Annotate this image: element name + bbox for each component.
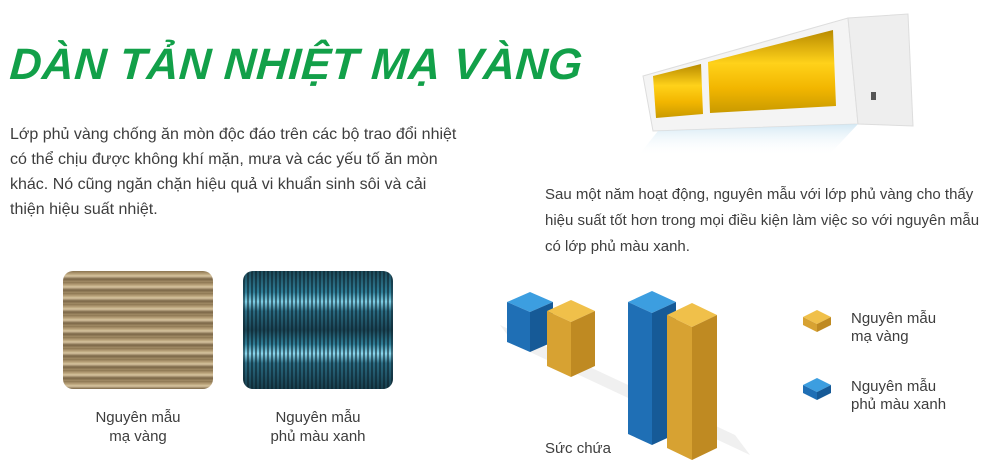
intro-paragraph: Lớp phủ vàng chống ăn mòn độc đáo trên c…: [10, 126, 457, 218]
gold-coil-caption: Nguyên mẫu mạ vàng: [95, 409, 181, 445]
capacity-3d-bar-chart: [500, 291, 750, 460]
chart-x-label: Sức chứa: [545, 440, 611, 457]
legend-item-blue: Nguyên mẫu phủ màu xanh: [803, 378, 946, 414]
blue-coil-caption: Nguyên mẫu phủ màu xanh: [270, 409, 366, 445]
air-conditioner-image: [638, 13, 914, 156]
blue-coated-coil-image: [243, 271, 393, 389]
gold-cube-icon: [803, 310, 831, 332]
legend-item-gold: Nguyên mẫu mạ vàng: [803, 310, 936, 346]
gold-coated-coil-image: [63, 271, 213, 389]
result-paragraph: Sau một năm hoạt động, nguyên mẫu với lớ…: [545, 186, 980, 255]
blue-cube-icon: [803, 378, 831, 400]
page-title: DÀN TẢN NHIỆT MẠ VÀNG: [8, 40, 585, 89]
